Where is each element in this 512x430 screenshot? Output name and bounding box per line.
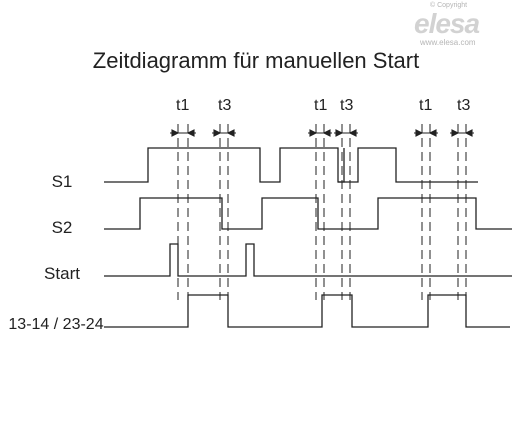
waveform-start [104,243,512,277]
diagram-title: Zeitdiagramm für manuellen Start [92,48,420,73]
watermark-url: www.elesa.com [420,38,476,47]
waveform-s1 [104,147,478,183]
signal-label-s2: S2 [51,218,73,237]
time-marker-lines [177,124,467,300]
time-marker-label: t1 [176,97,190,114]
signal-label-s1: S1 [51,172,73,191]
waveform-s2 [104,197,512,230]
time-marker-label: t3 [457,97,471,114]
time-marker-label: t1 [314,97,328,114]
waveform-s1-detail [338,148,345,183]
time-marker-label: t3 [218,97,232,114]
watermark-logo: elesa [414,8,480,39]
waveform-output [104,294,510,328]
time-marker-label: t1 [419,97,433,114]
interval-arrows [170,129,474,137]
elesa-watermark: © Copyright elesa www.elesa.com [414,2,498,47]
signal-label-start: Start [44,264,80,283]
watermark-copyright: © Copyright [430,2,468,9]
time-marker-label: t3 [340,97,354,114]
signal-label-output: 13-14 / 23-24 [8,316,104,333]
